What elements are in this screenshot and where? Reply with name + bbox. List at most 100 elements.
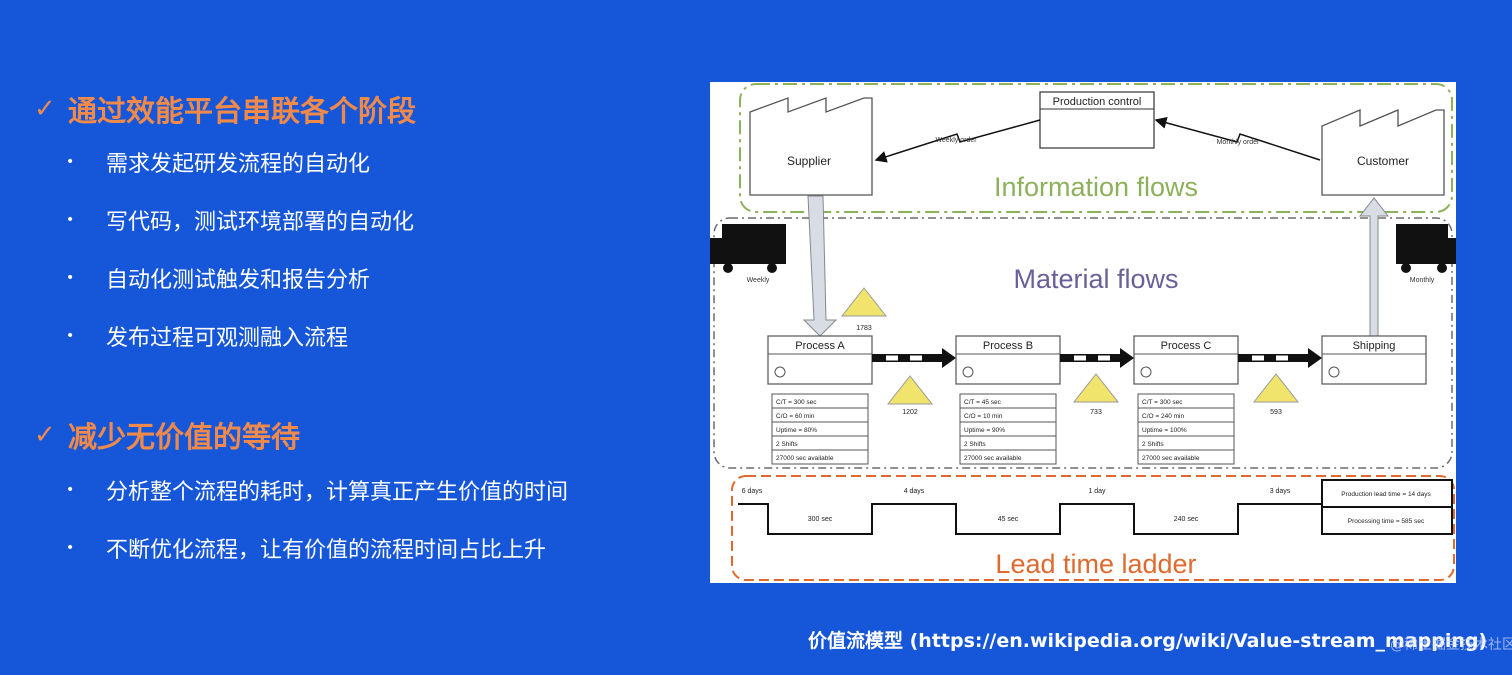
information-flows-label: Information flows [994, 172, 1198, 202]
process-data-row: C/T = 300 sec [776, 399, 817, 406]
process-data-row: C/T = 45 sec [964, 399, 1002, 406]
ladder-process-time: 45 sec [998, 516, 1019, 523]
section-heading-1: ✓ 通过效能平台串联各个阶段 [34, 88, 416, 130]
bullet-dot-icon: • [66, 482, 75, 498]
bullet-item: • 需求发起研发流程的自动化 [66, 146, 370, 178]
truck-icon [1396, 224, 1456, 273]
bullet-dot-icon: • [66, 540, 75, 556]
production-lead-time: Production lead time = 14 days [1341, 491, 1431, 498]
inventory-count: 733 [1090, 409, 1102, 416]
process-data-box: C/T = 45 sec C/O = 10 min Uptime = 90% 2… [959, 393, 1057, 465]
lead-time-ladder-line [738, 503, 1322, 535]
bullet-text: 分析整个流程的耗时，计算真正产生价值的时间 [106, 480, 569, 505]
ladder-days: 6 days [742, 488, 763, 495]
monthly-order-label: Monthly order [1217, 139, 1260, 146]
process-data-row: 2 Shifts [1142, 441, 1164, 448]
bullet-dot-icon: • [66, 270, 75, 286]
bullet-text: 自动化测试触发和报告分析 [106, 268, 371, 293]
push-arrow [872, 348, 956, 368]
weekly-order-arrow [874, 119, 1041, 163]
customer-factory-icon [1321, 109, 1445, 196]
watermark: @稀土掘金技术社区 [1390, 637, 1512, 653]
process-name: Process A [795, 340, 845, 352]
value-stream-map: Supplier Customer Production control Wee… [710, 82, 1456, 583]
inventory-triangle-icon [1252, 373, 1300, 403]
push-arrow [1238, 348, 1322, 368]
process-data-box: C/T = 300 sec C/O = 240 min Uptime = 100… [1137, 393, 1235, 465]
diagram-caption: 价值流模型 (https://en.wikipedia.org/wiki/Val… [808, 630, 1488, 652]
customer-label: Customer [1357, 154, 1409, 168]
bullet-item: • 自动化测试触发和报告分析 [66, 262, 370, 294]
check-icon: ✓ [34, 94, 56, 124]
vsm-svg: Supplier Customer Production control Wee… [710, 83, 1456, 581]
production-control-box [1039, 91, 1155, 149]
process-data-row: C/O = 60 min [776, 413, 815, 420]
operator-icon [1140, 366, 1152, 378]
operator-icon [1328, 366, 1340, 378]
process-box: Shipping [1321, 335, 1427, 385]
supplier-label: Supplier [787, 154, 831, 168]
bullet-item: • 写代码，测试环境部署的自动化 [66, 204, 414, 236]
ladder-process-time: 240 sec [1174, 516, 1199, 523]
process-data-row: 2 Shifts [776, 441, 798, 448]
bullet-text: 写代码，测试环境部署的自动化 [106, 210, 415, 235]
bullet-dot-icon: • [66, 328, 75, 344]
monthly-order-arrow [1154, 116, 1321, 161]
process-data-row: 27000 sec available [964, 455, 1022, 462]
process-data-row: Uptime = 80% [776, 427, 817, 434]
bullet-dot-icon: • [66, 154, 75, 170]
process-data-row: C/O = 240 min [1142, 413, 1184, 420]
inventory-count: 593 [1270, 409, 1282, 416]
shipping-push-arrow [1358, 197, 1390, 337]
weekly-order-label: Weekly order [935, 137, 977, 144]
process-data-row: C/T = 300 sec [1142, 399, 1183, 406]
truck-monthly-label: Monthly [1410, 277, 1435, 284]
bullet-dot-icon: • [66, 212, 75, 228]
bullet-item: • 发布过程可观测融入流程 [66, 320, 348, 352]
material-flows-label: Material flows [1013, 264, 1178, 294]
process-data-row: 27000 sec available [1142, 455, 1200, 462]
bullet-text: 发布过程可观测融入流程 [106, 326, 349, 351]
lead-time-summary-box [1321, 479, 1453, 535]
material-flows-region [713, 217, 1453, 469]
processing-time: Processing time = 585 sec [1348, 518, 1425, 525]
inventory-triangle-icon [1072, 373, 1120, 403]
bullet-text: 不断优化流程，让有价值的流程时间占比上升 [106, 538, 547, 563]
supplier-push-arrow [802, 195, 838, 337]
information-flows-region [739, 83, 1453, 213]
process-box: Process C [1133, 335, 1239, 385]
process-data-row: 27000 sec available [776, 455, 834, 462]
process-data-row: C/O = 10 min [964, 413, 1003, 420]
lead-time-region [731, 475, 1455, 581]
ladder-process-time: 300 sec [808, 516, 833, 523]
truck-icon [710, 224, 786, 273]
process-box: Process B [955, 335, 1061, 385]
ladder-days: 4 days [904, 488, 925, 495]
operator-icon [962, 366, 974, 378]
operator-icon [774, 366, 786, 378]
inventory-triangle-icon [840, 287, 888, 317]
lead-time-ladder-label: Lead time ladder [995, 549, 1196, 579]
process-data-box: C/T = 300 sec C/O = 60 min Uptime = 80% … [771, 393, 869, 465]
ladder-days: 1 day [1088, 488, 1106, 495]
process-name: Process B [983, 340, 1033, 352]
process-name: Shipping [1353, 340, 1396, 352]
push-arrow [1060, 348, 1134, 368]
process-box: Process A [767, 335, 873, 385]
bullet-item: • 分析整个流程的耗时，计算真正产生价值的时间 [66, 474, 568, 506]
inventory-count: 1783 [856, 325, 872, 332]
inventory-count: 1202 [902, 409, 918, 416]
bullet-item: • 不断优化流程，让有价值的流程时间占比上升 [66, 532, 546, 564]
section-heading-2: ✓ 减少无价值的等待 [34, 414, 300, 456]
bullet-text: 需求发起研发流程的自动化 [106, 152, 371, 177]
supplier-factory-icon [749, 97, 873, 196]
check-icon: ✓ [34, 420, 56, 450]
process-data-row: Uptime = 90% [964, 427, 1005, 434]
section-heading-text: 减少无价值的等待 [68, 420, 301, 454]
process-data-row: Uptime = 100% [1142, 427, 1187, 434]
process-data-row: 2 Shifts [964, 441, 986, 448]
section-heading-text: 通过效能平台串联各个阶段 [68, 94, 417, 128]
truck-weekly-label: Weekly [747, 277, 770, 284]
ladder-days: 3 days [1270, 488, 1291, 495]
